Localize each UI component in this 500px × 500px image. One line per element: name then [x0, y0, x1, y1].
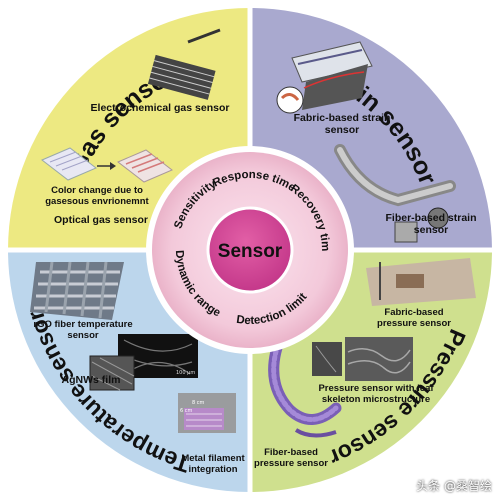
watermark: 头条 @桑智绘: [416, 479, 492, 493]
fabric-pressure-sensor-image: [366, 258, 476, 306]
leaf-skeleton-image: [312, 337, 413, 381]
label-optical-gas-sensor: Optical gas sensor: [54, 214, 148, 226]
label-fiber-strain-sensor: Fiber-based strain sensor: [385, 212, 477, 237]
label-fabric-pressure-sensor: Fabric-based pressure sensor: [377, 307, 451, 329]
label-rgo-fiber: rGO fiber temperature sensor: [33, 319, 133, 341]
label-fiber-pressure-sensor: Fiber-based pressure sensor: [254, 447, 328, 469]
label-metal-filament: Metal filament integration: [181, 453, 245, 475]
label-electrochemical-gas-sensor: Electrochemical gas sensor: [90, 102, 230, 114]
fabric-strain-sensor-image: [276, 41, 373, 114]
electrochemical-gas-sensor-image: [147, 28, 221, 100]
svg-text:8 cm: 8 cm: [192, 400, 205, 406]
rgo-fiber-image: [30, 261, 124, 320]
metal-filament-image: 8 cm 6 cm: [178, 393, 236, 433]
fiber-strain-sensor-image: [334, 144, 456, 243]
label-color-change: Color change due to gasesous envrionemnt: [45, 185, 149, 207]
label-agnws-film: AgNWs film: [61, 374, 121, 386]
fiber-pressure-sensor-image: [268, 328, 342, 438]
svg-text:100 μm: 100 μm: [176, 370, 195, 376]
agnws-film-image: 100 μm: [89, 334, 198, 391]
colorimetric-grid-image: [41, 147, 173, 183]
label-fabric-strain-sensor: Fabric-based strain sensor: [293, 112, 391, 137]
core-title: Sensor: [218, 241, 283, 262]
svg-text:6 cm: 6 cm: [180, 408, 193, 414]
core-circle: [206, 206, 294, 294]
label-leaf-skeleton: Pressure sensor with leaf skeleton micro…: [318, 383, 434, 405]
